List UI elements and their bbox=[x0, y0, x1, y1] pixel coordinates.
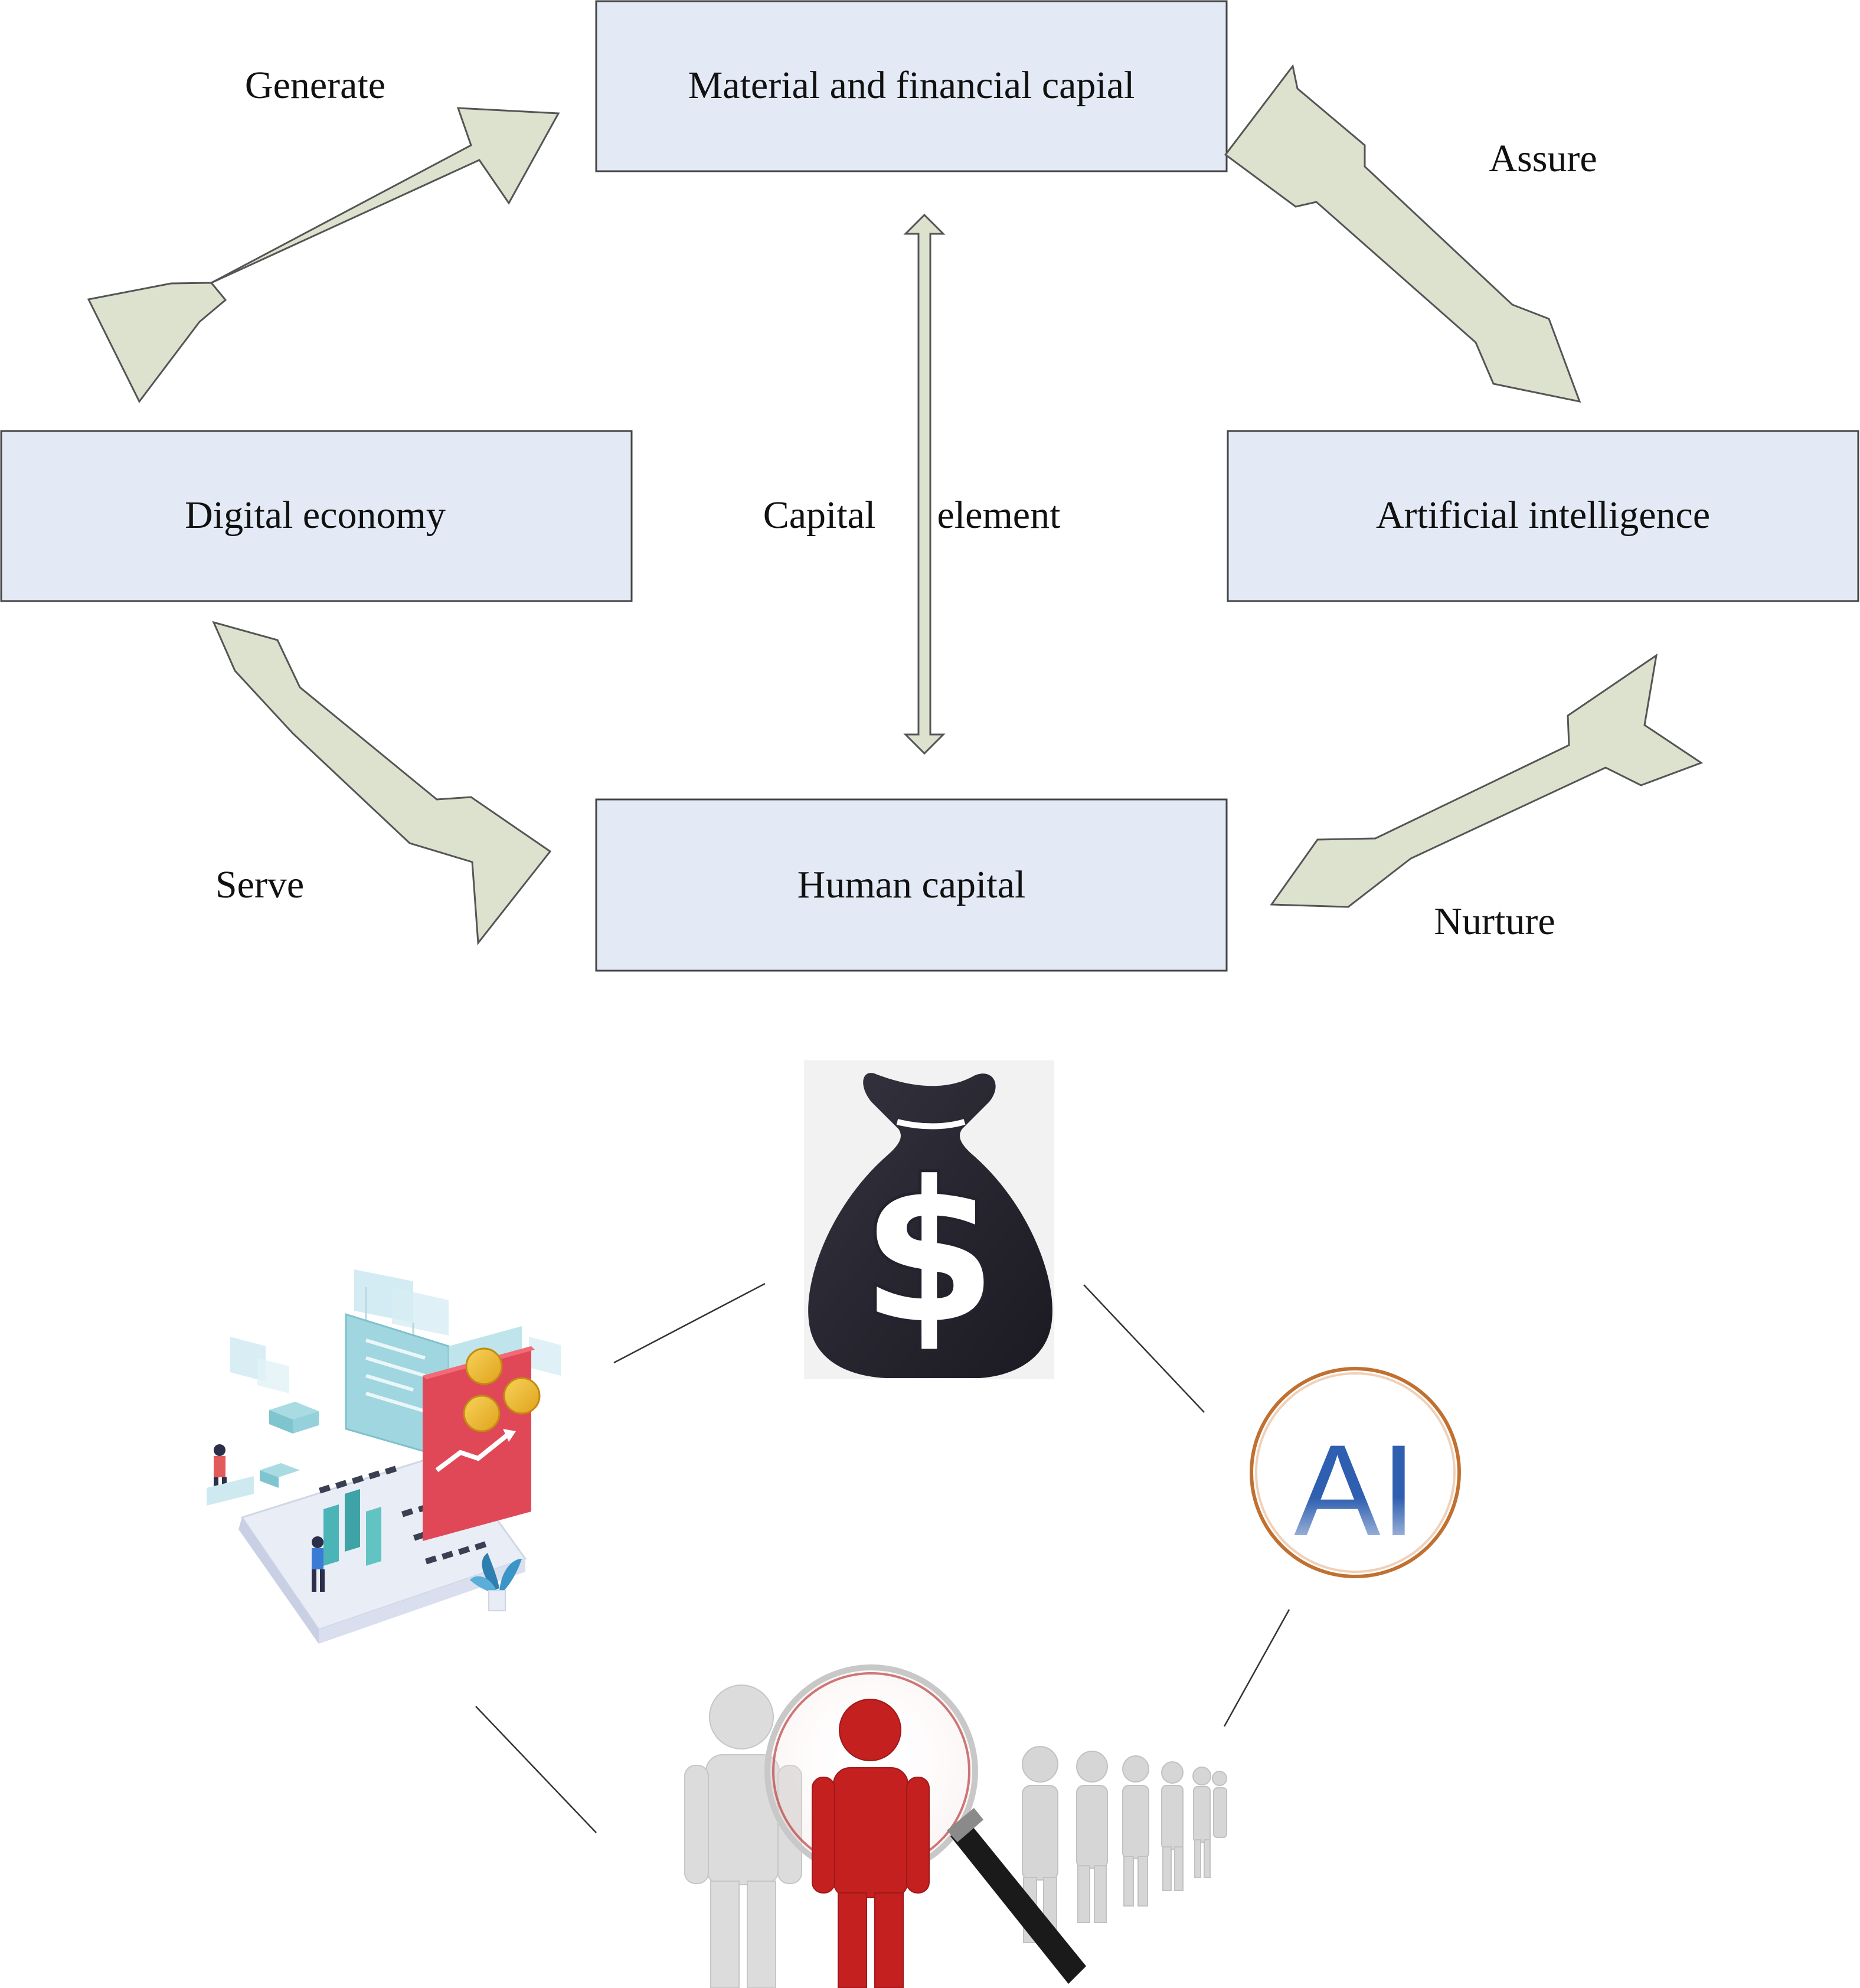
digital-economy-laptop-icon bbox=[207, 1269, 561, 1644]
arrow-serve-shape bbox=[212, 621, 552, 945]
illustration-connector-lines bbox=[475, 1282, 1290, 1833]
node-human-capital: Human capital bbox=[595, 798, 1228, 972]
label-generate: Generate bbox=[245, 64, 385, 107]
node-digital-economy: Digital economy bbox=[0, 430, 633, 602]
label-serve: Serve bbox=[215, 863, 304, 906]
label-assure: Assure bbox=[1489, 137, 1597, 180]
label-element: element bbox=[937, 494, 1061, 537]
node-human-label: Human capital bbox=[797, 863, 1026, 906]
node-ai-label: Artificial intelligence bbox=[1376, 494, 1710, 537]
arrow-assure-shape bbox=[1224, 64, 1581, 403]
money-bag-symbol: $ bbox=[861, 1140, 997, 1366]
ai-logo-icon: AI bbox=[1250, 1367, 1461, 1578]
arrow-nurture-shape bbox=[1270, 653, 1704, 908]
human-capital-search-icon bbox=[638, 1618, 1227, 1988]
money-bag-icon: $ bbox=[804, 1060, 1054, 1379]
node-artificial-intelligence: Artificial intelligence bbox=[1227, 430, 1859, 602]
node-material-label: Material and financial capial bbox=[688, 64, 1135, 107]
arrow-generate-shape bbox=[87, 107, 560, 403]
ai-logo-text: AI bbox=[1294, 1418, 1417, 1563]
arrow-capital-element-shape bbox=[903, 213, 946, 755]
node-material-financial-capital: Material and financial capial bbox=[595, 0, 1228, 172]
node-digital-label: Digital economy bbox=[185, 494, 446, 537]
label-capital: Capital bbox=[763, 494, 876, 537]
label-nurture: Nurture bbox=[1434, 900, 1555, 943]
